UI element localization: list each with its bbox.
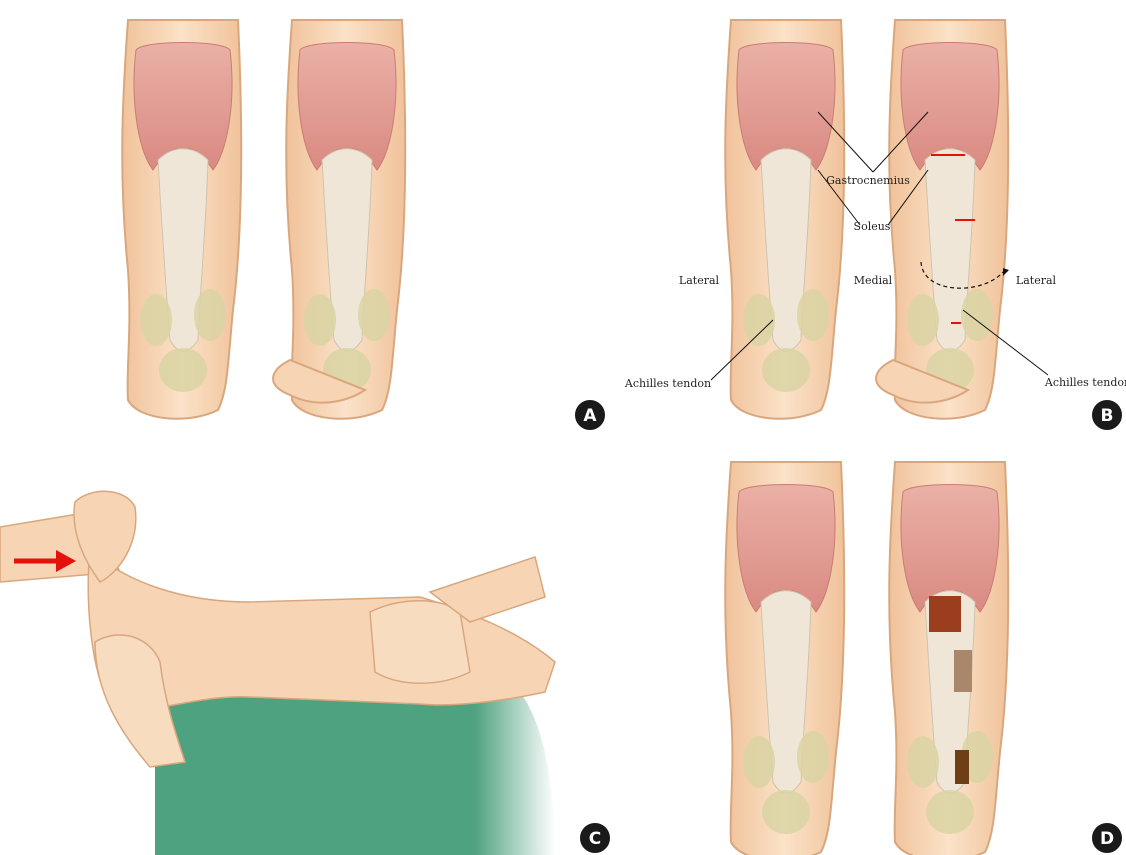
zone-top [929, 596, 961, 632]
label-achilles-left: Achilles tendon [624, 377, 711, 390]
panel-b: Gastrocnemius Soleus Lateral Medial Late… [563, 0, 1126, 432]
label-lateral-left: Lateral [679, 274, 720, 287]
panel-b-illustration: Gastrocnemius Soleus Lateral Medial Late… [563, 0, 1126, 432]
leg-left [725, 462, 844, 855]
label-achilles-right: Achilles tendon [1044, 376, 1126, 389]
panel-c-illustration [0, 432, 563, 855]
examiner-hand-calf [370, 601, 470, 684]
leg-left [122, 20, 241, 419]
exam-table [155, 692, 555, 855]
leg-left [725, 20, 844, 419]
panel-d-illustration [563, 432, 1126, 855]
label-gastrocnemius: Gastrocnemius [826, 174, 910, 187]
rotation-arrow-head [1003, 268, 1009, 276]
zone-low [955, 750, 969, 784]
panel-c [0, 432, 563, 855]
panel-d [563, 432, 1126, 855]
leg-right [889, 462, 1008, 855]
label-lateral-right: Lateral [1016, 274, 1057, 287]
label-soleus: Soleus [854, 220, 891, 233]
leg-right [889, 20, 1008, 419]
panel-a [0, 0, 563, 432]
leg-right [286, 20, 405, 419]
label-medial: Medial [854, 274, 893, 287]
zone-mid [954, 650, 972, 692]
panel-a-illustration [0, 0, 563, 432]
